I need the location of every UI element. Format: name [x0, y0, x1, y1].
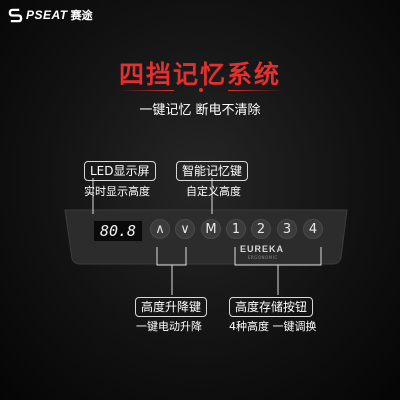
height-up-button[interactable]: ∧ — [150, 219, 170, 239]
brand-name: PSEAT — [26, 8, 68, 22]
preset-3-button[interactable]: 3 — [277, 219, 297, 239]
led-display-label: LED显示屏 — [84, 161, 156, 181]
panel-logo-sub: ERGONOMIC — [248, 255, 278, 260]
led-display-desc: 实时显示高度 — [84, 185, 150, 198]
height-down-button[interactable]: ∨ — [175, 219, 195, 239]
brand-s-icon — [8, 8, 23, 22]
preset-2-button[interactable]: 2 — [251, 219, 271, 239]
height-adjust-label: 高度升降键 — [135, 297, 208, 317]
title-divider-left — [118, 90, 174, 91]
brand-name-cn: 赛途 — [70, 9, 93, 22]
memory-key-desc: 自定义高度 — [186, 185, 241, 198]
page-subtitle: 一键记忆 断电不清除 — [139, 103, 261, 118]
led-display: 80.8 — [93, 220, 143, 242]
height-storage-label: 高度存储按钮 — [229, 297, 314, 317]
height-adjust-desc: 一键电动升降 — [136, 320, 202, 333]
title-divider-right — [228, 90, 284, 91]
page-title: 四挡记忆系统 — [118, 60, 281, 89]
preset-4-button[interactable]: 4 — [303, 219, 323, 239]
preset-1-button[interactable]: 1 — [226, 219, 246, 239]
brand-logo: PSEAT 赛途 — [8, 7, 93, 23]
title-divider-dot — [199, 88, 203, 92]
panel-logo: EUREKA — [240, 244, 285, 254]
memory-button[interactable]: M — [201, 219, 221, 239]
height-storage-desc: 4种高度 一键调换 — [229, 320, 317, 333]
